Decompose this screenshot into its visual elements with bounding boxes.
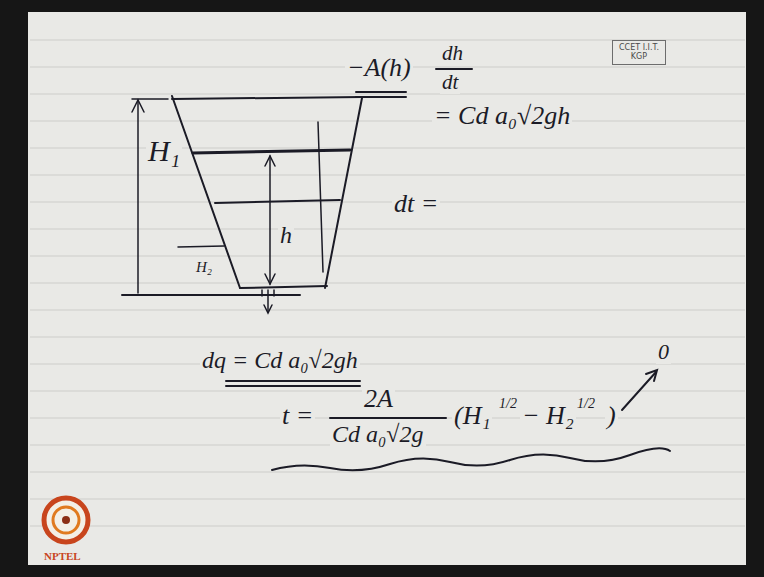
equation-term-wrap: = Cd a₀√2gh	[432, 102, 572, 131]
equation-term: − H₂	[520, 402, 576, 431]
equation-term-wrap: −A(h)	[345, 54, 413, 83]
dimension-label: H₂	[194, 259, 214, 276]
equation-term: Cd a₀√2g	[330, 421, 426, 447]
equation-term-wrap: dt	[440, 71, 460, 94]
stamp-box: CCET I.I.T. KGP	[612, 40, 666, 65]
dimension-label: h	[278, 222, 294, 248]
equation-term: dt =	[392, 190, 440, 219]
dimension-label-wrap: H₁	[146, 134, 182, 167]
exponent-wrap: 1/2	[575, 394, 597, 412]
equation-term: (H₁	[452, 402, 492, 431]
equation-term: dh	[440, 42, 465, 65]
dimension-label-wrap: h	[278, 222, 294, 248]
paper	[28, 12, 746, 565]
stamp-text: CCET I.I.T. KGP	[617, 43, 661, 61]
equation-term-wrap: dq = Cd a₀√2gh	[200, 347, 360, 373]
equation-term-wrap: Cd a₀√2g	[330, 421, 426, 447]
equation-term: −A(h)	[345, 54, 413, 83]
equation-term: dq = Cd a₀√2gh	[200, 347, 360, 373]
equation-term: 2A	[362, 385, 395, 414]
exponent: 1/2	[497, 396, 519, 411]
nptel-logo	[44, 498, 88, 542]
equation-term-wrap: 2A	[362, 385, 395, 414]
logo-text: NPTEL	[42, 550, 83, 562]
equation-term-wrap: t =	[280, 402, 315, 431]
equation-term: t =	[280, 402, 315, 431]
tank-outline	[122, 96, 362, 313]
equation-term: )	[605, 402, 618, 431]
limit-value: 0	[656, 340, 671, 364]
equation-term-wrap: − H₂	[520, 402, 576, 431]
equation-marks	[226, 69, 670, 470]
dimension-label-wrap: H₂	[194, 258, 214, 276]
exponent-wrap: 1/2	[497, 394, 519, 412]
limit-value-wrap: 0	[656, 340, 671, 364]
ruled-lines	[30, 40, 745, 526]
equation-term: = Cd a₀√2gh	[432, 102, 572, 131]
equation-term: dt	[440, 71, 460, 94]
logo-text-wrap: NPTEL	[42, 546, 83, 564]
equation-term-wrap: (H₁	[452, 402, 492, 431]
equation-term-wrap: dh	[440, 42, 465, 65]
dimension-label: H₁	[146, 134, 182, 167]
equation-term-wrap: )	[605, 402, 618, 431]
exponent: 1/2	[575, 396, 597, 411]
equation-term-wrap: dt =	[392, 190, 440, 219]
